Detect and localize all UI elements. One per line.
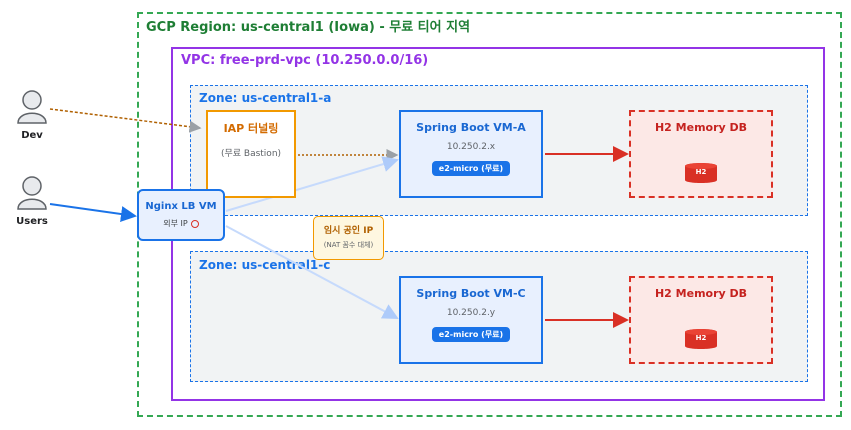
ephemeral-ip-note: 임시 공인 IP (NAT 꼼수 대체) (313, 216, 384, 260)
db-a-title: H2 Memory DB (654, 121, 748, 134)
user-icon (17, 176, 47, 210)
ephemeral-ip-subtitle: (NAT 꼼수 대체) (323, 241, 374, 249)
dev-label: Dev (21, 130, 43, 141)
region-title: GCP Region: us-central1 (Iowa) - 무료 티어 지… (146, 20, 471, 35)
users-to-lb-link (49, 203, 137, 222)
lb-to-vm-c-link (225, 225, 399, 319)
vm-a-ip: 10.250.2.x (446, 142, 496, 152)
zone-c-title: Zone: us-central1-c (199, 258, 331, 272)
external-ip-icon (190, 219, 199, 228)
vm-a-node: Spring Boot VM-A 10.250.2.x e2-micro (무료… (399, 110, 543, 198)
database-icon: H2 (684, 162, 718, 184)
database-icon: H2 (684, 328, 718, 350)
zone-a-title: Zone: us-central1-a (199, 91, 332, 105)
dev-to-iap-link (49, 108, 202, 133)
vm-c-ip: 10.250.2.y (446, 308, 496, 318)
lb-external-ip-label: 외부 IP (163, 219, 188, 228)
users-actor: Users (12, 174, 52, 227)
iap-subtitle: (무료 Bastion) (220, 149, 282, 159)
vm-a-title: Spring Boot VM-A (416, 121, 526, 134)
db-c-icon-label: H2 (695, 334, 707, 342)
lb-subtitle: 외부 IP (139, 218, 223, 229)
users-label: Users (16, 216, 48, 227)
lb-title: Nginx LB VM (145, 201, 217, 212)
vm-c-badge: e2-micro (무료) (431, 327, 511, 342)
ephemeral-ip-title: 임시 공인 IP (323, 226, 374, 236)
db-c-node: H2 Memory DB H2 (629, 276, 773, 364)
dev-actor: Dev (12, 88, 52, 141)
db-a-node: H2 Memory DB H2 (629, 110, 773, 198)
iap-tunnel-node: IAP 터널링 (무료 Bastion) (206, 110, 296, 198)
db-a-icon-label: H2 (695, 168, 707, 176)
user-icon (17, 90, 47, 124)
db-c-title: H2 Memory DB (654, 287, 748, 300)
vpc-title: VPC: free-prd-vpc (10.250.0.0/16) (181, 53, 429, 68)
lb-to-vm-a-link (225, 156, 399, 212)
vm-c-title: Spring Boot VM-C (416, 287, 526, 300)
iap-title: IAP 터널링 (223, 122, 279, 135)
vm-a-badge: e2-micro (무료) (431, 161, 511, 176)
nginx-lb-node: Nginx LB VM 외부 IP (137, 189, 225, 241)
vm-c-node: Spring Boot VM-C 10.250.2.y e2-micro (무료… (399, 276, 543, 364)
